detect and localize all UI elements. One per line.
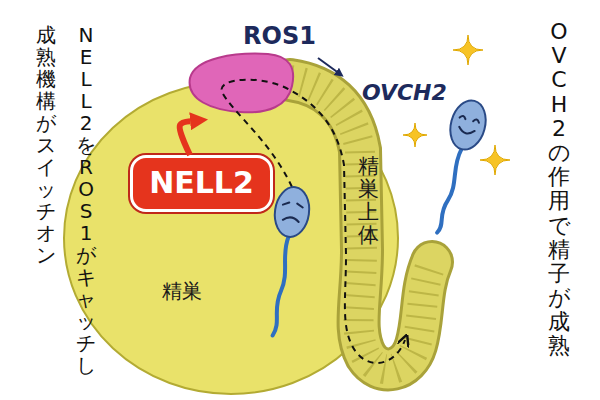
sperm-tail	[437, 149, 463, 234]
label-holder: NELL2をROS1がキャッチし	[76, 24, 96, 376]
sperm-head	[272, 185, 313, 239]
sperm-eye	[283, 202, 289, 206]
sperm-mouth	[283, 216, 299, 222]
sparkle	[403, 123, 427, 147]
connector-arrow	[180, 121, 190, 155]
node-text: NELL2	[149, 166, 254, 201]
sperm-eye	[460, 115, 466, 119]
mature-sperm	[423, 96, 491, 237]
vertical-caption: OVCH2の作用で精子が成熟	[548, 20, 570, 359]
sperm-mouth	[458, 127, 475, 135]
label-holder: 成熟機構がスイッチオン	[36, 24, 56, 266]
node-text: ROS1	[243, 23, 316, 51]
sperm-eye	[297, 204, 303, 208]
sparkle	[480, 145, 510, 175]
vertical-caption: 成熟機構がスイッチオン	[36, 24, 56, 266]
epididymis-head-shape	[190, 54, 294, 113]
protein-box: NELL2	[130, 155, 273, 212]
epididymis-coils	[290, 80, 432, 369]
small-arrow	[318, 58, 340, 74]
enzyme-label: OVCH2	[362, 80, 447, 105]
sparkle	[453, 35, 483, 65]
vertical-caption: NELL2をROS1がキャッチし	[76, 24, 96, 376]
epididymis-outline	[290, 80, 432, 369]
node-text: 精巣	[162, 280, 202, 303]
label-holder: OVCH2	[362, 80, 447, 105]
sperm-head	[445, 96, 491, 153]
epididymis-fill	[290, 80, 432, 369]
sperm-eye	[473, 119, 479, 123]
node-text: 精巣上体	[358, 155, 379, 247]
immature-sperm	[258, 185, 313, 338]
label-holder: OVCH2の作用で精子が成熟	[548, 20, 570, 359]
sperm-tail	[273, 236, 291, 336]
sperm-route	[221, 80, 405, 363]
